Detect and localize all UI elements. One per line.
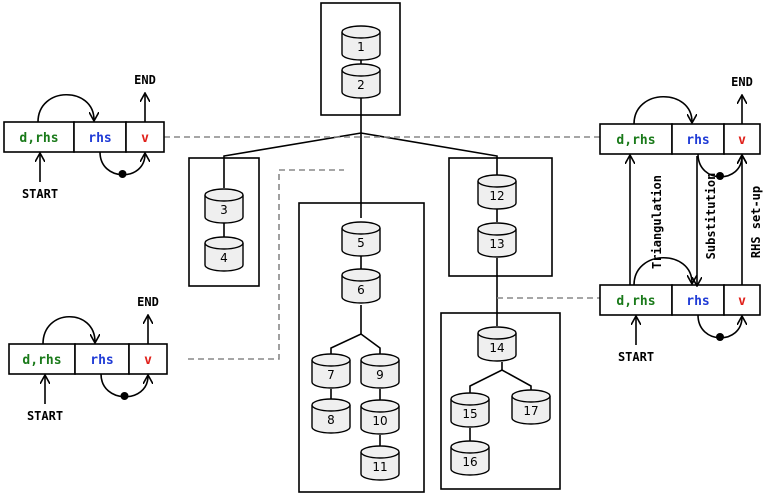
end-label: END — [134, 73, 156, 87]
substitution-label: Substitution — [704, 173, 718, 260]
start-label: START — [22, 187, 58, 201]
start-label: START — [618, 350, 654, 364]
tree-edges — [223, 58, 532, 446]
sequence-1: d,rhs rhs v END START — [3, 73, 165, 201]
node-16: 16 — [450, 440, 490, 476]
node-label: 1 — [357, 40, 365, 54]
node-5: 5 — [341, 221, 381, 257]
node-9: 9 — [360, 353, 400, 389]
sequence-2: d,rhs rhs v END START — [8, 295, 168, 423]
end-label: END — [137, 295, 159, 309]
node-label: 7 — [327, 368, 335, 382]
supernode-box-14-17 — [440, 312, 561, 490]
loop-dot — [716, 333, 724, 341]
end-label: END — [731, 75, 753, 89]
node-label: 6 — [357, 283, 365, 297]
sequence-cell1-label: d,rhs — [616, 294, 655, 309]
triangulation-label: Triangulation — [650, 175, 664, 269]
loop-dot — [118, 170, 127, 178]
sequence-cell2-label: rhs — [686, 294, 709, 309]
node-label: 16 — [462, 455, 477, 469]
sequence-cell2-label: rhs — [90, 353, 113, 368]
right-phase-arrows: Triangulation Substitution RHS set-up — [630, 156, 763, 285]
node-label: 14 — [489, 341, 504, 355]
sequence-cell2-label: rhs — [686, 133, 709, 148]
node-11: 11 — [360, 445, 400, 481]
node-label: 11 — [372, 460, 387, 474]
dashed-connectors — [164, 136, 600, 360]
sequence-cell3-label: v — [738, 294, 746, 309]
node-label: 8 — [327, 413, 335, 427]
node-6: 6 — [341, 268, 381, 304]
node-label: 5 — [357, 236, 365, 250]
start-label: START — [27, 409, 63, 423]
sequence-cell1 — [8, 343, 76, 375]
node-label: 10 — [372, 414, 387, 428]
node-label: 4 — [220, 251, 228, 265]
loop-dot — [120, 392, 129, 400]
loop-dot — [716, 172, 724, 180]
node-12: 12 — [477, 174, 517, 210]
node-7: 7 — [311, 353, 351, 389]
node-label: 15 — [462, 407, 477, 421]
node-17: 17 — [511, 389, 551, 425]
sequence-cell1 — [599, 123, 673, 155]
node-2: 2 — [341, 63, 381, 99]
node-3: 3 — [204, 188, 244, 224]
sequence-cell3-label: v — [141, 131, 149, 146]
node-label: 2 — [357, 78, 365, 92]
sequence-cell2-label: rhs — [88, 131, 111, 146]
node-10: 10 — [360, 399, 400, 435]
sequence-cell1-label: d,rhs — [19, 131, 58, 146]
supernode-box-12-13 — [448, 157, 553, 277]
node-15: 15 — [450, 392, 490, 428]
node-4: 4 — [204, 236, 244, 272]
sequence-cell1 — [3, 121, 75, 153]
sequence-cell2 — [73, 121, 127, 153]
node-1: 1 — [341, 25, 381, 61]
node-13: 13 — [477, 222, 517, 258]
rhs-setup-label: RHS set-up — [749, 186, 763, 258]
sequence-cell1-label: d,rhs — [22, 353, 61, 368]
sequence-cell1-label: d,rhs — [616, 133, 655, 148]
node-label: 9 — [376, 368, 384, 382]
node-8: 8 — [311, 398, 351, 434]
sequence-cell3-label: v — [738, 133, 746, 148]
sequence-cell3-label: v — [144, 353, 152, 368]
sequence-cell2 — [671, 123, 725, 155]
node-label: 17 — [523, 404, 538, 418]
sequence-3: d,rhs rhs v END — [599, 75, 761, 180]
node-14: 14 — [477, 326, 517, 362]
sequence-cell3 — [128, 343, 168, 375]
node-label: 13 — [489, 237, 504, 251]
node-label: 12 — [489, 189, 504, 203]
node-label: 3 — [220, 203, 228, 217]
